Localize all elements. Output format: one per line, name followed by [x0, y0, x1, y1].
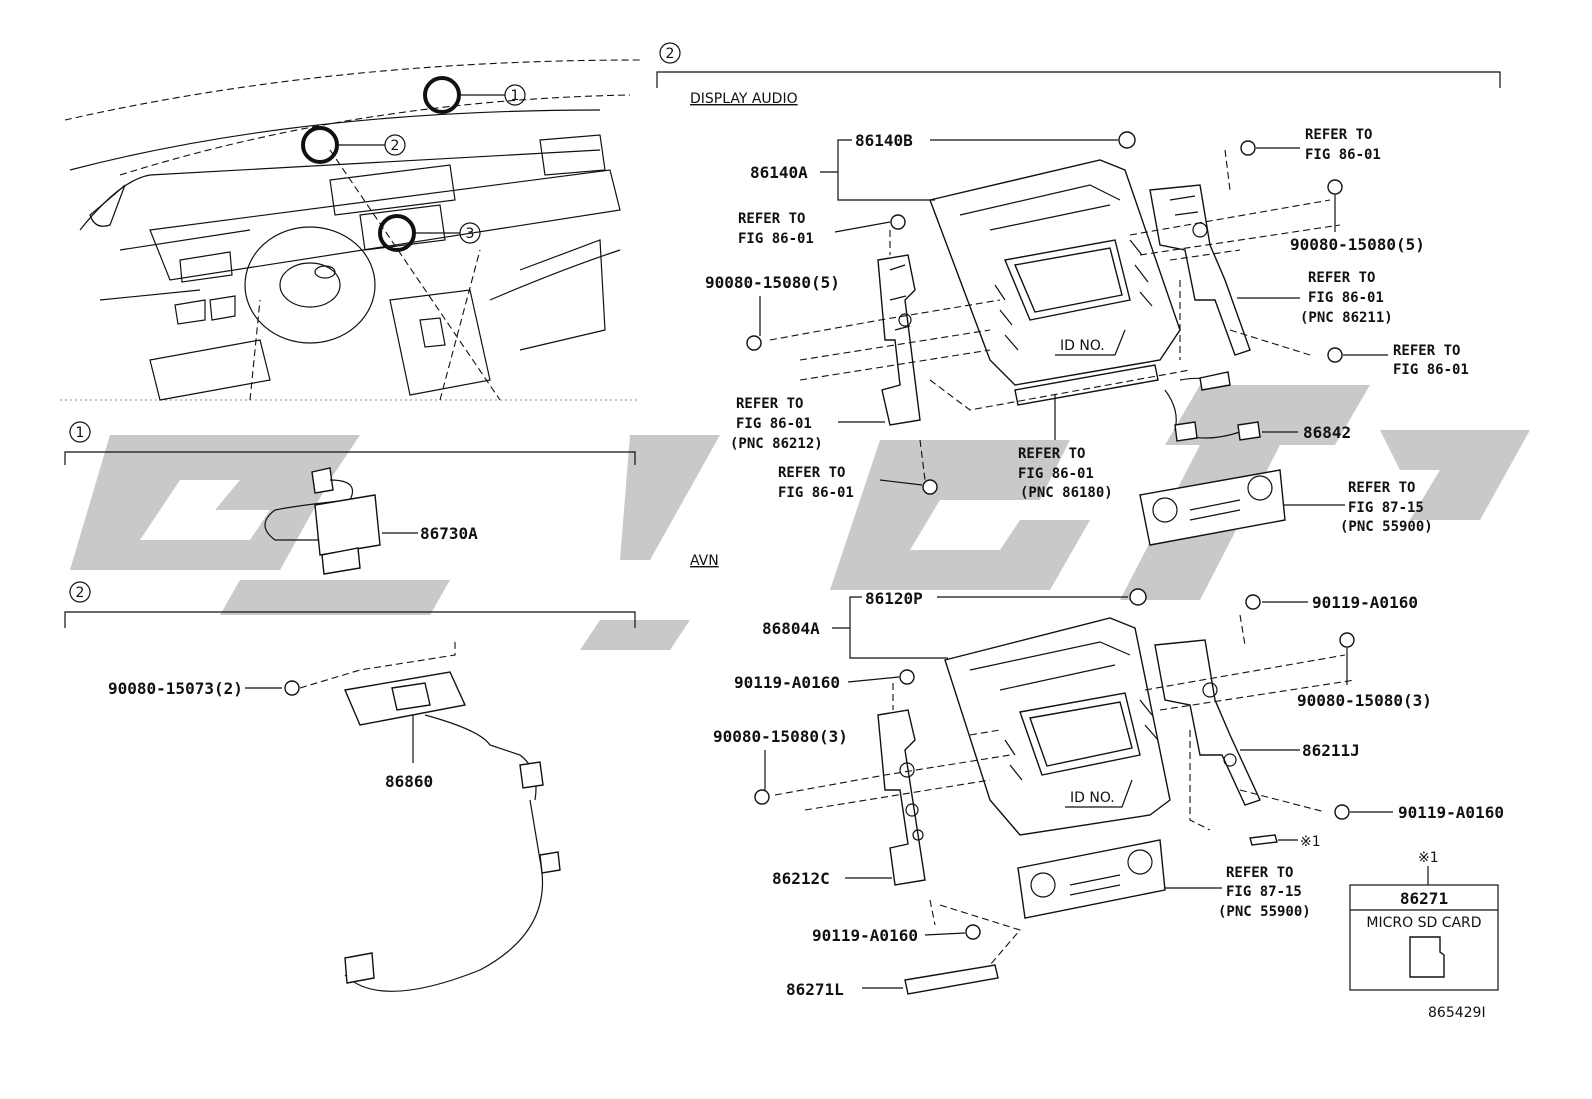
label-90119-c: 90119-A0160 — [1398, 803, 1504, 822]
svg-text:FIG 86-01: FIG 86-01 — [1305, 147, 1381, 163]
svg-text:FIG 86-01: FIG 86-01 — [738, 231, 814, 247]
label-90080-15080-3-right: 90080-15080(3) — [1297, 691, 1432, 710]
svg-text:REFER TO: REFER TO — [1348, 480, 1415, 496]
svg-text:FIG 87-15: FIG 87-15 — [1348, 500, 1424, 516]
group-2-left-number: 2 — [76, 585, 85, 601]
diagram-id: 865429I — [1428, 1005, 1486, 1021]
group-2-left: 2 90080-15073(2) 86860 — [64, 581, 636, 992]
label-90119-a: 90119-A0160 — [734, 673, 840, 692]
avn-header: AVN — [690, 553, 719, 569]
label-86271: 86271 — [1400, 889, 1448, 908]
label-90119-b: 90119-A0160 — [1312, 593, 1418, 612]
svg-text:REFER TO: REFER TO — [1018, 446, 1085, 462]
svg-text:REFER TO: REFER TO — [778, 465, 845, 481]
callout-2: 2 — [391, 138, 400, 154]
callout-1: 1 — [511, 88, 520, 104]
group-2-right: 2 — [656, 42, 1501, 88]
label-90080-15073: 90080-15073(2) — [108, 679, 243, 698]
svg-text:REFER TO: REFER TO — [1305, 127, 1372, 143]
group-2-right-number: 2 — [666, 46, 675, 62]
svg-text:FIG 86-01: FIG 86-01 — [1393, 362, 1469, 378]
svg-text:FIG 86-01: FIG 86-01 — [1018, 466, 1094, 482]
svg-text:FIG 86-01: FIG 86-01 — [1308, 290, 1384, 306]
svg-text:FIG 86-01: FIG 86-01 — [736, 416, 812, 432]
ref-block-2: REFER TO FIG 86-01 — [738, 211, 814, 247]
svg-text:(PNC 55900): (PNC 55900) — [1340, 519, 1433, 535]
micro-sd-label: MICRO SD CARD — [1366, 915, 1481, 931]
star1-box-label: ※1 — [1418, 850, 1439, 866]
svg-text:REFER TO: REFER TO — [1393, 343, 1460, 359]
display-audio-header: DISPLAY AUDIO — [690, 91, 798, 107]
label-86120P: 86120P — [865, 589, 923, 608]
svg-text:FIG 87-15: FIG 87-15 — [1226, 884, 1302, 900]
id-no-b: ID NO. — [1070, 790, 1115, 806]
label-86140B: 86140B — [855, 131, 913, 150]
label-86804A: 86804A — [762, 619, 820, 638]
svg-text:(PNC 86211): (PNC 86211) — [1300, 310, 1393, 326]
ref-block-3: REFER TO FIG 86-01 (PNC 86211) — [1300, 270, 1393, 326]
ref-block-7: REFER TO FIG 86-01 (PNC 86180) — [1018, 395, 1113, 501]
svg-text:FIG 86-01: FIG 86-01 — [778, 485, 854, 501]
label-86140A: 86140A — [750, 163, 808, 182]
svg-text:(PNC 86180): (PNC 86180) — [1020, 485, 1113, 501]
label-86860: 86860 — [385, 772, 433, 791]
micro-sd-card-icon — [1409, 936, 1445, 978]
label-86842: 86842 — [1303, 423, 1351, 442]
label-86271L: 86271L — [786, 980, 844, 999]
ref-block-5: REFER TO FIG 86-01 (PNC 86212) — [730, 396, 885, 452]
label-86211J: 86211J — [1302, 741, 1360, 760]
group-1: 1 86730A — [64, 421, 636, 575]
svg-text:REFER TO: REFER TO — [1308, 270, 1375, 286]
ref-block-8: REFER TO FIG 87-15 (PNC 55900) — [1340, 480, 1433, 535]
svg-text:REFER TO: REFER TO — [1226, 865, 1293, 881]
dashboard-overview: 1 2 3 — [60, 59, 641, 401]
star1-pointer: ※1 — [1300, 834, 1321, 850]
ref-block-1: REFER TO FIG 86-01 — [1256, 127, 1381, 163]
svg-text:(PNC 86212): (PNC 86212) — [730, 436, 823, 452]
label-86212C: 86212C — [772, 869, 830, 888]
label-90119-d: 90119-A0160 — [812, 926, 918, 945]
svg-text:REFER TO: REFER TO — [738, 211, 805, 227]
label-86730A: 86730A — [420, 524, 478, 543]
svg-text:(PNC 55900): (PNC 55900) — [1218, 904, 1311, 920]
group-1-number: 1 — [76, 425, 85, 441]
avn-section: AVN 86120P 86804A ID NO. 90080-15080(3) — [690, 553, 1504, 999]
callout-3: 3 — [466, 226, 475, 242]
label-90080-15080-5-left: 90080-15080(5) — [705, 273, 840, 292]
svg-text:REFER TO: REFER TO — [736, 396, 803, 412]
ref-block-4: REFER TO FIG 86-01 — [1343, 343, 1469, 378]
ref-block-6: REFER TO FIG 86-01 — [778, 465, 854, 501]
label-90080-15080-5-right: 90080-15080(5) — [1290, 235, 1425, 254]
display-audio-section: DISPLAY AUDIO 86140B 86140A ID NO. 90080… — [690, 91, 1469, 546]
ref-block-9: REFER TO FIG 87-15 (PNC 55900) — [1218, 865, 1311, 920]
label-90080-15080-3-left: 90080-15080(3) — [713, 727, 848, 746]
id-no-a: ID NO. — [1060, 338, 1105, 354]
